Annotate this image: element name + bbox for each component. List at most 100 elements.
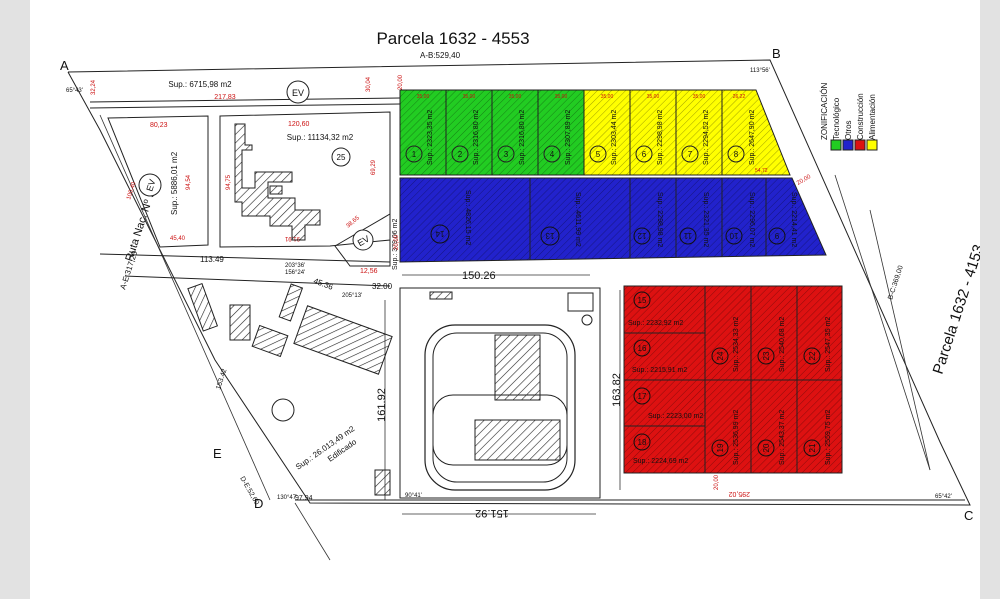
- blue-lot-9-num: 9: [774, 231, 779, 240]
- yellow-lot-6-marker: [635, 145, 653, 163]
- green-lot-3-sup: Sup.: 2316,80 m2: [519, 110, 526, 165]
- angle-d: 130°47': [277, 495, 297, 501]
- dim-32b: 32.00: [372, 282, 393, 291]
- right-edge-2: [869, 209, 931, 471]
- red-lot-18-sup: Sup.: 2224,69 m2: [633, 458, 688, 465]
- red-lot-18-num: 18: [638, 438, 647, 447]
- blue-lot-10-num: 10: [729, 231, 738, 240]
- ev-label-top: EV: [292, 88, 304, 98]
- red-lot-23-num: 23: [762, 351, 771, 360]
- dim-20a: 20,00: [398, 74, 404, 90]
- corner-a: A: [60, 58, 69, 73]
- green-lot-3-num: 3: [504, 150, 509, 159]
- dim-38: 38,65: [345, 215, 361, 230]
- blue-lot-10-sup: Sup.: 2296,07 m2: [748, 192, 755, 247]
- dim-20b: 20,00: [394, 234, 400, 250]
- red-lot-22-marker: [803, 347, 821, 365]
- lot25-marker: [331, 147, 351, 167]
- area-ev-top: Sup.: 6715,98 m2: [168, 80, 232, 89]
- yellow-lot-7-marker: [681, 145, 699, 163]
- plan-sheet: Parcela 1632 - 4553 A-B:529,40 A B C D E…: [30, 0, 980, 599]
- green-w-4: 35,00: [555, 94, 568, 100]
- red-lot-19-num: 19: [716, 443, 725, 452]
- red-lot-24-num: 24: [716, 351, 725, 360]
- side-title: Parcela 1632 - 4153: [930, 242, 980, 376]
- green-lot-1-sup: Sup.: 2323,35 m2: [427, 110, 434, 165]
- ev-label-left: EV: [144, 178, 157, 193]
- zone-blue-hatch: [400, 178, 826, 262]
- legend-label-3: Construcción: [856, 93, 865, 140]
- road-edge-2: [294, 502, 331, 561]
- legend-label-4: Alimentación: [868, 94, 877, 140]
- zone-yellow-hatch: [584, 90, 790, 175]
- yellow-lot-group: 5 6 7 8 Sup.: 2303,44 m2 Sup.: 2298,98 m…: [589, 90, 768, 175]
- red-lot-24-marker: [711, 347, 729, 365]
- blue-lot-12-marker: [633, 227, 651, 245]
- red-lot-21-sup: Sup.: 2559,75 m2: [825, 410, 832, 465]
- dim-153: 153.42: [215, 368, 228, 391]
- red-lot-23-marker: [757, 347, 775, 365]
- blue-lot-13-marker: [540, 226, 560, 246]
- blue-lot-11-sup: Sup.: 2321,35 m2: [702, 192, 709, 247]
- red-lot-17-sup: Sup.: 2223,00 m2: [648, 413, 703, 420]
- building-lot25: [234, 123, 321, 241]
- red-lot-21-marker: [803, 439, 821, 457]
- corner-c: C: [964, 508, 973, 523]
- bound-ab: A-B:529,40: [420, 51, 461, 60]
- red-lot-17-num: 17: [638, 392, 647, 401]
- green-lot-1-num: 1: [412, 150, 417, 159]
- divider-line: [99, 253, 391, 263]
- building-track: [474, 419, 561, 461]
- green-lot-group: 1 2 3 4 Sup.: 2323,35 m2 Sup.: 2316,80 m…: [405, 90, 572, 175]
- yellow-w-7: 35,00: [693, 94, 706, 100]
- building-edif-6: [374, 469, 391, 496]
- blue-lot-10-marker: [725, 227, 743, 245]
- green-w-2: 35,00: [463, 94, 476, 100]
- blue-lot-14-num: 14: [435, 229, 444, 238]
- dim-217: 217,83: [214, 94, 236, 101]
- red-lot-16-num: 16: [638, 344, 647, 353]
- ev-small: [334, 213, 391, 267]
- corner-e: E: [213, 446, 222, 461]
- red-lot-16-marker: [633, 339, 651, 357]
- red-lot-24-sup: Sup.: 2534,33 m2: [733, 317, 740, 372]
- ev-marker-small: [352, 229, 374, 251]
- blue-lot-11-marker: [679, 227, 697, 245]
- blue-lot-9-marker: [768, 227, 786, 245]
- yellow-lot-8-num: 8: [734, 150, 739, 159]
- dim-151: 151.92: [475, 507, 509, 519]
- ev-marker-left: [138, 173, 162, 197]
- green-lot-1-marker: [405, 145, 423, 163]
- right-edge: [834, 174, 931, 471]
- ev-left-block: [107, 115, 209, 248]
- dim-12: 12,56: [360, 268, 378, 275]
- green-lot-4-sup: Sup.: 2307,89 m2: [565, 110, 572, 165]
- dim-30: 30,04: [366, 76, 372, 92]
- dim-161: 161.92: [376, 388, 388, 422]
- yellow-lot-8-sup: Sup.: 2647,90 m2: [749, 110, 756, 165]
- corner-b: B: [772, 46, 781, 61]
- blue-lot-group: 14 13 12 11 10 9 Sup.: 4826,15 m2 Sup.: …: [430, 178, 797, 260]
- building-small: [269, 185, 283, 195]
- dim-20d: 20,00: [714, 474, 720, 490]
- blue-lot-11-num: 11: [683, 231, 692, 240]
- dim-150: 150.26: [462, 270, 496, 282]
- bound-bc: B-C:369,00: [887, 265, 905, 301]
- legend-swatch-4: [866, 139, 878, 151]
- yellow-lot-8-marker: [727, 145, 745, 163]
- divider-line-2: [124, 275, 391, 287]
- angle-90: 90°41': [405, 493, 422, 499]
- road-label: Ruta Nac. Nº 9: [123, 190, 157, 263]
- green-lot-2-marker: [451, 145, 469, 163]
- green-lot-4-num: 4: [550, 150, 555, 159]
- yellow-w-5: 35,00: [601, 94, 614, 100]
- angle-156: 156°24': [285, 270, 305, 276]
- yellow-lot-5-sup: Sup.: 2303,44 m2: [611, 110, 618, 165]
- green-lot-2-num: 2: [458, 150, 463, 159]
- dim-45: 45,40: [170, 236, 186, 242]
- edificado-circle: [271, 398, 295, 422]
- legend: ZONIFICACIÓN Tecnológico Otros Construcc…: [820, 82, 878, 151]
- angle-c: 65°42': [935, 494, 952, 500]
- red-lot-20-marker: [757, 439, 775, 457]
- road-edge: [99, 114, 271, 501]
